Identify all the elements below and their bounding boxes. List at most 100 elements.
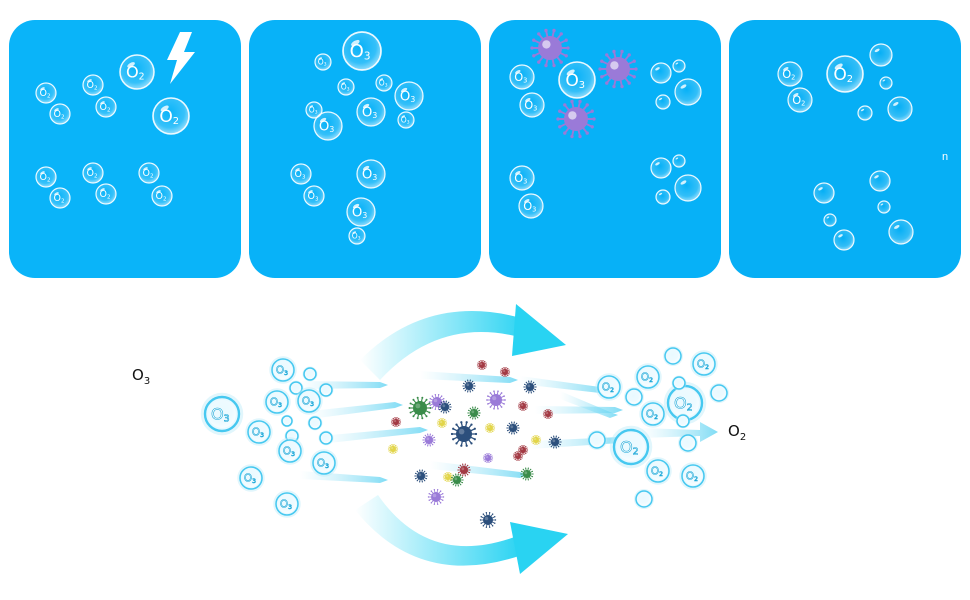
- germ-icon: [467, 406, 481, 420]
- o3-bubble: O3: [269, 356, 297, 384]
- germ-icon: [506, 421, 520, 435]
- o2-bubble: O2: [82, 74, 104, 96]
- germ-icon: [482, 453, 494, 463]
- bubble-symbol-o3: O3: [309, 106, 318, 116]
- bubble-symbol-o2: O2: [87, 80, 98, 91]
- o3-bubble: O3: [310, 449, 338, 477]
- curved-arrow-bottom: [355, 495, 568, 574]
- o2-bubble: O2: [634, 363, 662, 391]
- curved-arrow-top: [360, 304, 566, 380]
- o3-bubble: O3: [394, 81, 424, 111]
- empty-bubble: [655, 189, 671, 205]
- germ-icon: [486, 390, 506, 410]
- air-streak: [300, 471, 388, 483]
- bubble-symbol-o2: O2: [674, 393, 693, 413]
- o3-bubble: O3: [263, 388, 291, 416]
- germ-icon: [499, 367, 511, 377]
- o3-bubble: [288, 380, 304, 396]
- germ-icon: [517, 445, 529, 455]
- o3-bubble: [280, 414, 294, 428]
- empty-bubble: [650, 157, 672, 179]
- air-streak: [520, 376, 608, 393]
- o2-bubble: O2: [35, 166, 57, 188]
- germ-icon: [598, 49, 638, 89]
- germ-icon: [542, 409, 554, 419]
- air-streak: [560, 391, 618, 418]
- empty-bubble: [650, 62, 672, 84]
- o3-bubble: O3: [397, 111, 415, 129]
- bubble-symbol-o3: O3: [379, 79, 388, 89]
- empty-bubble: [674, 174, 702, 202]
- arrow-to-oxygen: [640, 422, 718, 442]
- o3-bubble: O3: [237, 464, 265, 492]
- bubble-symbol-o2: O2: [40, 88, 51, 99]
- o2-bubble: O2: [777, 61, 803, 87]
- o3-bubble: O3: [509, 64, 535, 90]
- bubble-symbol-o2: O2: [54, 109, 65, 120]
- o3-bubble: O3: [200, 392, 244, 436]
- bubble-symbol-o3: O3: [352, 232, 361, 242]
- germ-icon: [438, 400, 452, 414]
- o3-bubble: O3: [313, 111, 343, 141]
- empty-bubble: [655, 94, 671, 110]
- germ-icon: [476, 360, 488, 370]
- o3-bubble: O3: [342, 31, 382, 71]
- o3-bubble: O3: [346, 197, 376, 227]
- empty-bubble: [813, 182, 835, 204]
- o2-bubble: [663, 346, 683, 366]
- o3-bubble: O3: [276, 437, 304, 465]
- germ-icon: [387, 444, 399, 454]
- bubble-symbol-o3: O3: [318, 58, 327, 68]
- o3-bubble: O3: [518, 193, 544, 219]
- empty-bubble: [888, 219, 914, 245]
- o3-bubble: O3: [558, 61, 596, 99]
- o2-bubble: O2: [151, 185, 173, 207]
- empty-bubble: [674, 78, 702, 106]
- bubble-symbol-o3: O3: [401, 116, 410, 126]
- germ-icon: [523, 380, 537, 394]
- o2-bubble: O2: [639, 400, 667, 428]
- germ-icon: [408, 396, 432, 420]
- o2-bubble: O2: [595, 373, 623, 401]
- o2-bubble: O2: [138, 162, 160, 184]
- o2-bubble: O2: [690, 350, 718, 378]
- lightning-icon: [167, 32, 195, 84]
- germ-icon: [462, 379, 476, 393]
- o2-bubble: [709, 383, 729, 403]
- air-streak: [310, 402, 403, 419]
- bubble-symbol-o2: O2: [40, 172, 51, 183]
- air-streak: [300, 381, 388, 389]
- o2-bubble: O2: [35, 82, 57, 104]
- o3-bubble: O3: [290, 163, 312, 185]
- o2-bubble: O2: [49, 103, 71, 125]
- bubble-symbol-o2: O2: [100, 189, 111, 200]
- germ-icon: [428, 393, 446, 411]
- germ-icon: [517, 401, 529, 411]
- germ-icon: [530, 435, 542, 445]
- o3-bubble: O3: [295, 387, 323, 415]
- germ-icon: [479, 511, 497, 529]
- o2-bubble: O2: [95, 183, 117, 205]
- o3-bubble: [307, 415, 323, 431]
- o3-bubble: O3: [519, 92, 545, 118]
- o2-bubble: O2: [95, 96, 117, 118]
- o2-bubble: O2: [826, 55, 864, 93]
- empty-bubble: [672, 59, 686, 73]
- bubble-symbol-o2: O2: [54, 193, 65, 204]
- o2-bubble: O2: [609, 425, 653, 469]
- flow-label-oxygen-base: O: [728, 422, 740, 440]
- germ-icon: [484, 423, 496, 433]
- air-streak: [320, 427, 428, 444]
- o2-bubble: O2: [119, 54, 155, 90]
- germ-icon: [450, 473, 464, 487]
- empty-bubble: [833, 229, 855, 251]
- empty-bubble: [869, 170, 891, 192]
- o2-bubble: [624, 387, 644, 407]
- flow-label-oxygen-sub: 2: [739, 432, 747, 443]
- o3-bubble: [284, 428, 300, 444]
- o2-bubble: O2: [152, 97, 190, 135]
- o3-bubble: O3: [348, 227, 366, 245]
